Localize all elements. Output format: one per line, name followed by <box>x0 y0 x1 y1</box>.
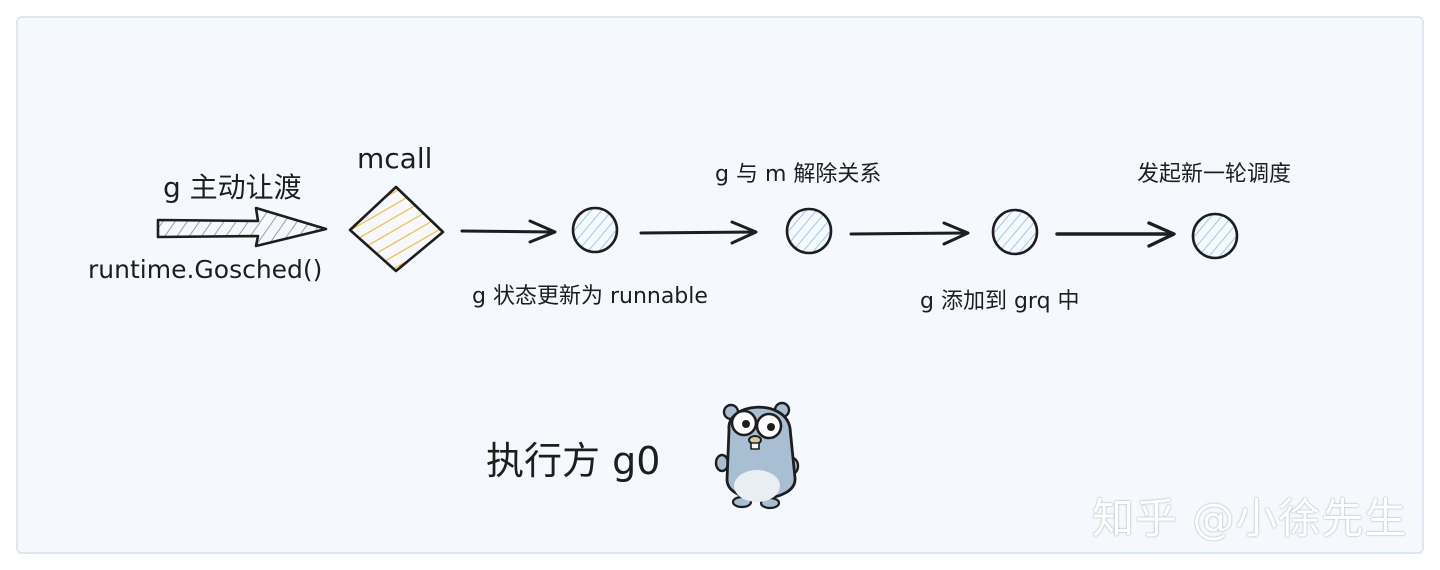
state-circle-runnable <box>571 206 619 254</box>
gopher-icon <box>714 401 800 510</box>
status-update-label: g 状态更新为 runnable <box>472 284 708 309</box>
gosched-call-label: runtime.Gosched() <box>88 255 323 284</box>
state-circle-detach <box>785 207 833 255</box>
flow-arrow-4 <box>1055 221 1176 248</box>
mcall-label: mcall <box>357 142 433 175</box>
flow-arrow-3 <box>849 221 970 246</box>
new-schedule-label: 发起新一轮调度 <box>1137 162 1292 187</box>
state-circle-grq <box>991 208 1039 256</box>
state-circle-schedule <box>1191 212 1239 260</box>
mcall-diamond <box>348 185 445 273</box>
yield-title: g 主动让渡 <box>163 171 302 204</box>
flow-arrow-2 <box>639 220 758 245</box>
detach-m-label: g 与 m 解除关系 <box>715 162 882 187</box>
yield-arrow <box>156 206 328 248</box>
executor-label: 执行方 g0 <box>486 439 661 483</box>
watermark: 知乎 @小徐先生 <box>1092 494 1408 543</box>
add-grq-label: g 添加到 grq 中 <box>920 289 1080 314</box>
flow-arrow-1 <box>460 219 557 244</box>
